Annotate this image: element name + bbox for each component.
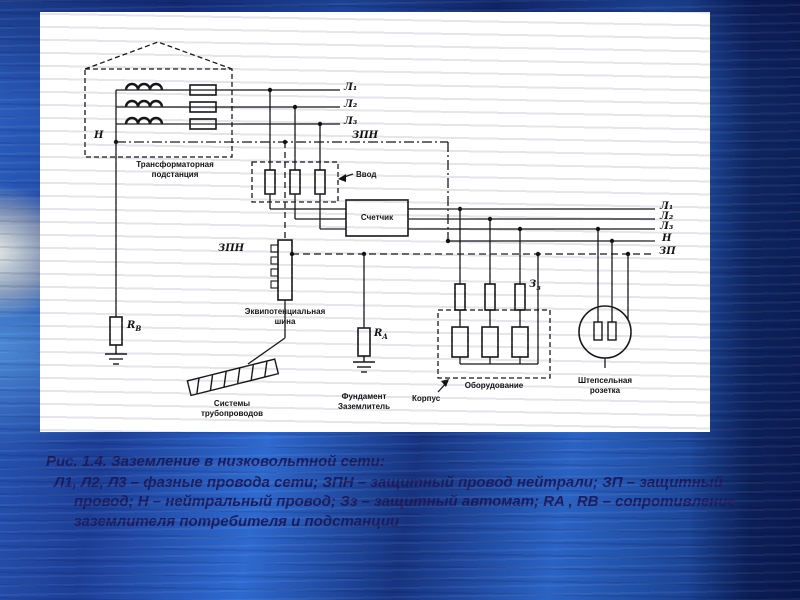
- wire-label-zpn-top: ЗПН: [352, 130, 379, 141]
- substation-fuses: [189, 84, 217, 130]
- caption-title: Рис. 1.4. Заземление в низковольтной сет…: [46, 453, 385, 470]
- ra-label: RA: [374, 328, 388, 341]
- meter-box: [345, 199, 409, 237]
- ra-ground: [353, 254, 375, 373]
- service-entry-label: Ввод: [356, 170, 377, 179]
- foundation-label: Фундамент Заземлитель: [337, 392, 391, 411]
- distribution-wires: [270, 208, 655, 255]
- wire-label-l3-top: Л₃: [344, 116, 358, 127]
- wire-label-zpn-mid: ЗПН: [218, 243, 245, 254]
- wire-label-l2-top: Л₂: [344, 99, 358, 110]
- pipes-label: Системы трубопроводов: [200, 399, 264, 418]
- wire-label-l3-right: Л₃: [660, 221, 674, 232]
- equipment-label: Оборудование: [464, 381, 524, 390]
- meter-label: Счетчик: [360, 213, 394, 222]
- wire-label-l1-right: Л₁: [660, 201, 674, 212]
- equipotential-bus-label: Эквипотенциальная шина: [244, 307, 326, 326]
- transformer-coils: [124, 82, 164, 125]
- neutral-house-label: Н: [94, 130, 104, 141]
- breaker-label: Зз: [529, 279, 541, 292]
- korpus-label: Корпус: [412, 394, 441, 403]
- wire-label-l1-top: Л₁: [344, 82, 358, 93]
- circuit-diagram: [84, 41, 655, 397]
- figure-caption: Рис. 1.4. Заземление в низковольтной сет…: [46, 452, 762, 531]
- diagram-panel: Трансформаторная подстанция Н Л₁ Л₂ Л₃ З…: [40, 12, 710, 432]
- socket-label: Штепсельная розетка: [577, 376, 633, 395]
- junction-dots: [113, 87, 631, 387]
- wire-label-zp-right: ЗП: [659, 246, 676, 257]
- service-entrance: [251, 90, 339, 229]
- equipment-group: [437, 209, 551, 379]
- rb-ground: [105, 316, 127, 365]
- equipotential-bus: [247, 239, 293, 365]
- caption-body: Л1, Л2, Л3 – фазные провода сети; ЗПН – …: [54, 473, 736, 530]
- substation-label: Трансформаторная подстанция: [136, 160, 214, 179]
- wire-label-l2-right: Л₂: [660, 211, 674, 222]
- substation-house: [84, 41, 340, 158]
- socket-group: [578, 229, 632, 368]
- pen-conductors: [115, 124, 449, 317]
- wire-label-n-right: Н: [662, 233, 672, 244]
- rb-label: RB: [127, 320, 142, 333]
- pipe: [186, 358, 280, 397]
